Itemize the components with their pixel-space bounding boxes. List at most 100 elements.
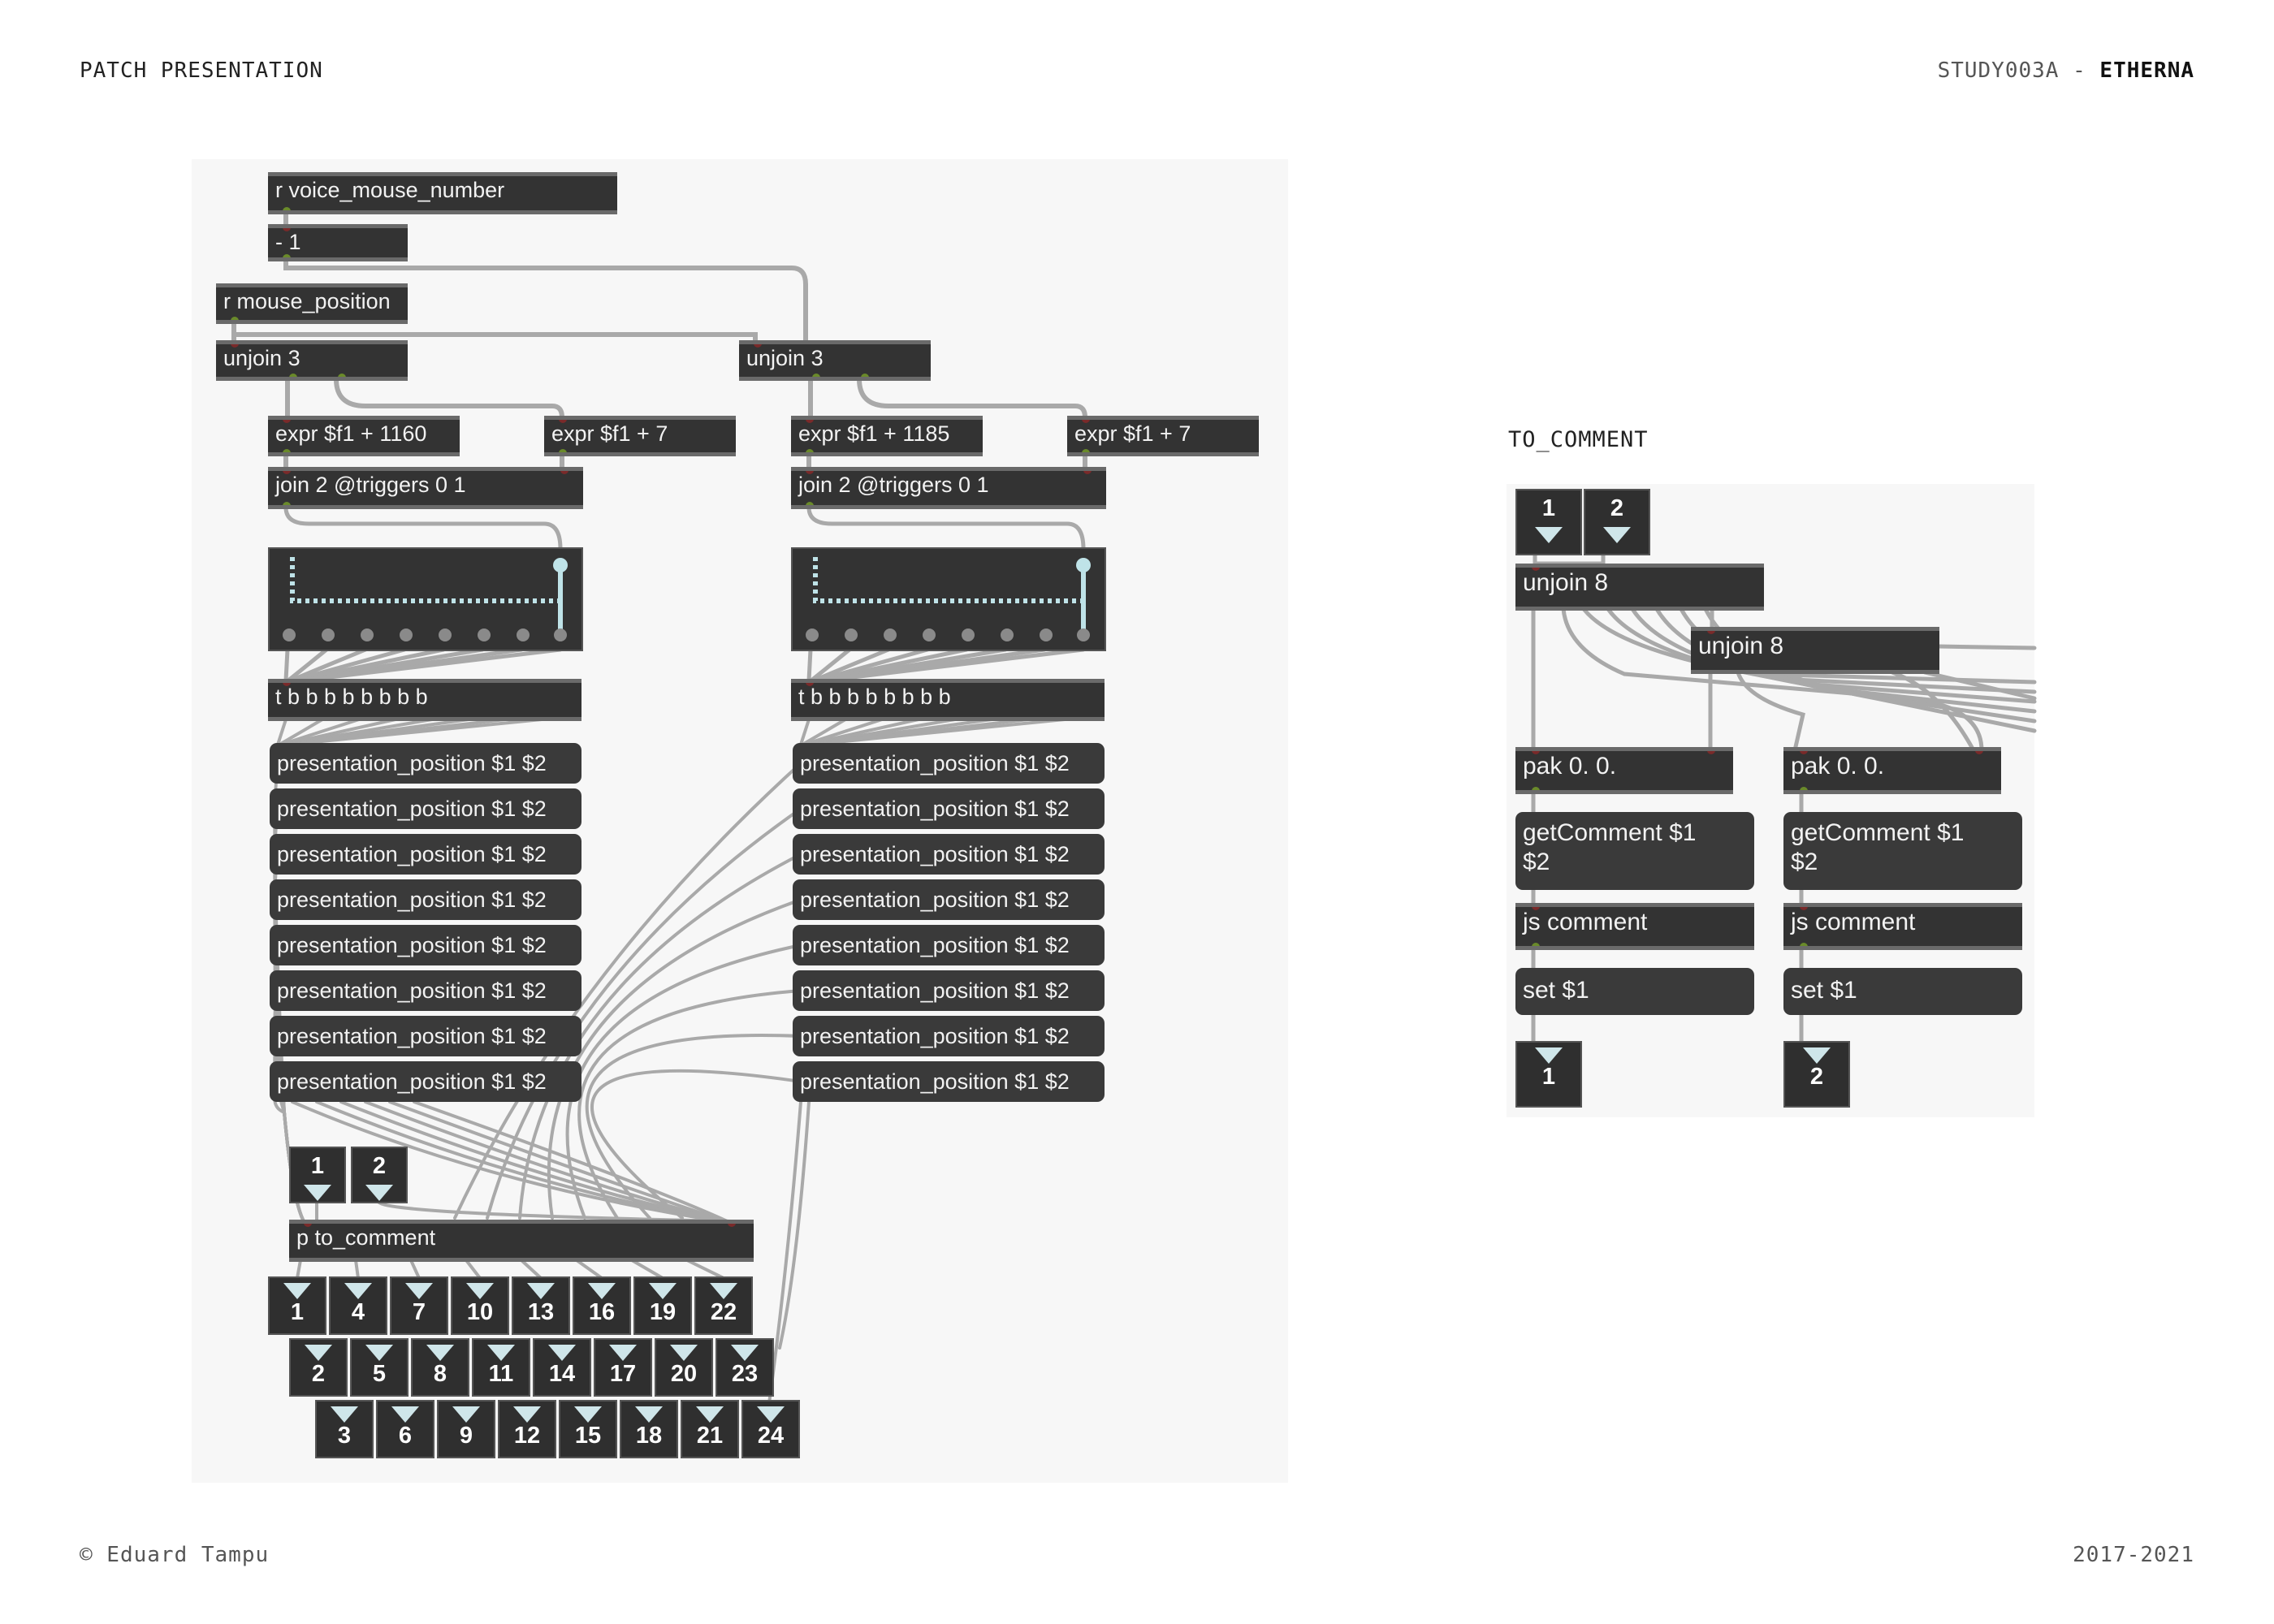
subpatch-outlet[interactable]: 17 — [594, 1338, 652, 1397]
sub-patch-title: TO_COMMENT — [1508, 427, 1649, 452]
subpatch-outlet[interactable]: 13 — [512, 1276, 570, 1335]
presentation-position-message[interactable]: presentation_position $1 $2 — [793, 834, 1105, 875]
to-comment-subpatcher[interactable]: p to_comment — [289, 1220, 754, 1262]
to-comment-inlet-1[interactable]: 1 — [1515, 489, 1582, 555]
unjoin-right-object[interactable]: unjoin 3 — [739, 340, 931, 381]
outlet-number: 19 — [649, 1299, 677, 1325]
inlet-number: 2 — [1610, 495, 1624, 521]
outlet-number: 15 — [574, 1423, 602, 1449]
patch-cord — [300, 647, 563, 683]
patch-cord — [630, 1259, 664, 1280]
patch-cord — [278, 718, 324, 746]
patch-cord — [453, 762, 802, 1220]
presentation-position-message[interactable]: presentation_position $1 $2 — [270, 879, 581, 920]
presentation-position-message[interactable]: presentation_position $1 $2 — [793, 743, 1105, 784]
presentation-position-message[interactable]: presentation_position $1 $2 — [793, 925, 1105, 965]
subpatch-outlet[interactable]: 19 — [633, 1276, 692, 1335]
receive-position-object[interactable]: r mouse_position — [216, 283, 408, 324]
multislider-left[interactable] — [268, 547, 583, 651]
get-comment-left-message[interactable]: getComment $1 $2 — [1515, 812, 1754, 890]
outlet-arrow-icon — [548, 1345, 576, 1361]
expr-left-1160-object[interactable]: expr $f1 + 1160 — [268, 416, 460, 456]
presentation-position-message[interactable]: presentation_position $1 $2 — [270, 925, 581, 965]
expr-left-7-object[interactable]: expr $f1 + 7 — [544, 416, 736, 456]
presentation-position-message[interactable]: presentation_position $1 $2 — [793, 1061, 1105, 1102]
object-label: pak 0. 0. — [1523, 753, 1617, 780]
subpatch-outlet[interactable]: 1 — [268, 1276, 326, 1335]
subpatch-outlet[interactable]: 20 — [655, 1338, 713, 1397]
years-text: 2017-2021 — [2073, 1543, 2194, 1567]
subpatch-outlet[interactable]: 23 — [715, 1338, 774, 1397]
study-title: STUDY003A - ETHERNA — [1938, 58, 2194, 83]
subpatch-outlet[interactable]: 2 — [289, 1338, 348, 1397]
presentation-position-message[interactable]: presentation_position $1 $2 — [793, 788, 1105, 829]
presentation-position-message[interactable]: presentation_position $1 $2 — [270, 788, 581, 829]
unjoin-8-b-object[interactable]: unjoin 8 — [1691, 627, 1939, 674]
subpatch-outlet[interactable]: 3 — [315, 1400, 374, 1458]
subpatch-outlet[interactable]: 10 — [451, 1276, 509, 1335]
multislider-right[interactable] — [791, 547, 1106, 651]
object-label: t b b b b b b b b — [798, 685, 951, 709]
pak-right-object[interactable]: pak 0. 0. — [1783, 747, 2001, 794]
subpatch-outlet[interactable]: 8 — [411, 1338, 469, 1397]
presentation-position-message[interactable]: presentation_position $1 $2 — [270, 743, 581, 784]
minus-one-object[interactable]: - 1 — [268, 224, 408, 261]
patch-cord — [575, 1259, 603, 1280]
subpatch-outlet[interactable]: 11 — [472, 1338, 530, 1397]
subpatch-outlet[interactable]: 14 — [533, 1338, 591, 1397]
set-right-message[interactable]: set $1 — [1783, 968, 2022, 1015]
subpatch-outlet[interactable]: 12 — [498, 1400, 556, 1458]
js-comment-left-object[interactable]: js comment — [1515, 903, 1754, 950]
unjoin-8-a-object[interactable]: unjoin 8 — [1515, 564, 1764, 611]
copyright-text: © Eduard Tampu — [80, 1543, 270, 1567]
join-left-object[interactable]: join 2 @triggers 0 1 — [268, 467, 583, 509]
presentation-position-message[interactable]: presentation_position $1 $2 — [793, 970, 1105, 1011]
presentation-position-message[interactable]: presentation_position $1 $2 — [270, 1016, 581, 1056]
patch-cord — [291, 1100, 733, 1224]
subpatch-outlet[interactable]: 9 — [437, 1400, 495, 1458]
patch-cord — [824, 647, 1086, 683]
to-comment-outlet-1[interactable]: 1 — [1515, 1041, 1582, 1108]
subpatch-outlet[interactable]: 16 — [573, 1276, 631, 1335]
subpatch-outlet[interactable]: 6 — [376, 1400, 434, 1458]
presentation-position-message[interactable]: presentation_position $1 $2 — [270, 834, 581, 875]
presentation-position-message[interactable]: presentation_position $1 $2 — [793, 1016, 1105, 1056]
subpatch-outlet[interactable]: 18 — [620, 1400, 678, 1458]
subpatch-inlet-2[interactable]: 2 — [351, 1147, 408, 1203]
outlet-number: 18 — [635, 1423, 663, 1449]
to-comment-outlet-2[interactable]: 2 — [1783, 1041, 1850, 1108]
outlet-number: 3 — [337, 1423, 352, 1449]
patch-cord — [857, 377, 1087, 420]
expr-right-1185-object[interactable]: expr $f1 + 1185 — [791, 416, 983, 456]
multislider-right-graphic — [806, 557, 1091, 641]
outlet-number: 2 — [1809, 1064, 1824, 1090]
presentation-position-message[interactable]: presentation_position $1 $2 — [793, 879, 1105, 920]
inlet-number: 1 — [310, 1153, 325, 1179]
inlet-arrow-icon — [304, 1185, 331, 1201]
js-comment-right-object[interactable]: js comment — [1783, 903, 2022, 950]
patch-cord — [809, 647, 852, 683]
object-label: js comment — [1791, 909, 1916, 935]
join-right-object[interactable]: join 2 @triggers 0 1 — [791, 467, 1106, 509]
get-comment-right-message[interactable]: getComment $1 $2 — [1783, 812, 2022, 890]
receive-voice-object[interactable]: r voice_mouse_number — [268, 172, 617, 214]
subpatch-outlet[interactable]: 5 — [350, 1338, 409, 1397]
subpatch-outlet[interactable]: 15 — [559, 1400, 617, 1458]
subpatch-outlet[interactable]: 21 — [681, 1400, 739, 1458]
set-left-message[interactable]: set $1 — [1515, 968, 1754, 1015]
presentation-position-message[interactable]: presentation_position $1 $2 — [270, 1061, 581, 1102]
expr-right-7-object[interactable]: expr $f1 + 7 — [1067, 416, 1259, 456]
subpatch-outlet[interactable]: 22 — [694, 1276, 753, 1335]
trigger-right-object[interactable]: t b b b b b b b b — [791, 679, 1105, 721]
trigger-left-object[interactable]: t b b b b b b b b — [268, 679, 581, 721]
subpatch-outlet[interactable]: 24 — [741, 1400, 800, 1458]
outlet-number: 20 — [670, 1361, 698, 1387]
subpatch-inlet-1[interactable]: 1 — [289, 1147, 346, 1203]
subpatch-outlet[interactable]: 7 — [390, 1276, 448, 1335]
to-comment-inlet-2[interactable]: 2 — [1584, 489, 1650, 555]
unjoin-left-object[interactable]: unjoin 3 — [216, 340, 408, 381]
presentation-position-message[interactable]: presentation_position $1 $2 — [270, 970, 581, 1011]
subpatch-outlet[interactable]: 4 — [329, 1276, 387, 1335]
pak-left-object[interactable]: pak 0. 0. — [1515, 747, 1733, 794]
outlet-arrow-icon — [710, 1283, 737, 1299]
